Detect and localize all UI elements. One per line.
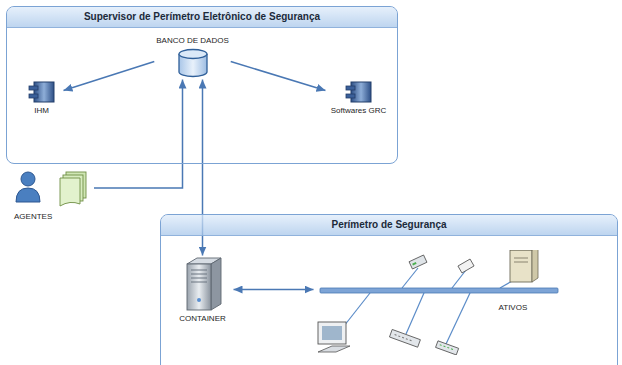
ihm-component: IHM [20,80,64,118]
component-icon [343,80,375,104]
region-header: Supervisor de Perímetro Eletrônico de Se… [7,7,397,28]
assets-network: ATIVOS [314,250,564,355]
region-box: Perímetro de SegurançaCONTAINER ATIVOS [160,214,618,365]
connector-arrow [234,289,314,291]
node-label: BANCO DE DADOS [156,36,228,46]
grc-component: Softwares GRC [326,80,392,118]
node-label: CONTAINER [179,314,226,324]
region-header: Perímetro de Segurança [161,215,617,236]
agents-node: AGENTES [14,170,94,224]
component-icon [26,80,58,104]
node-label: IHM [34,106,49,116]
database-cylinder [177,48,209,78]
connector-arrow [231,62,326,91]
assets-network-illustration [314,250,564,355]
connector-arrow [64,62,155,91]
region-box: Supervisor de Perímetro Eletrônico de Se… [6,6,398,164]
agents-illustration [14,170,94,210]
node-label: AGENTES [14,212,52,222]
connector-arrow [94,80,183,189]
database-node: BANCO DE DADOS [154,36,230,80]
container-node: CONTAINER [172,256,234,326]
node-label: Supervisor de Perímetro Eletrônico de Se… [84,11,320,23]
node-label: Perímetro de Segurança [331,219,446,231]
node-label: Softwares GRC [331,106,387,116]
container-server [183,256,223,312]
node-label: ATIVOS [499,303,528,313]
